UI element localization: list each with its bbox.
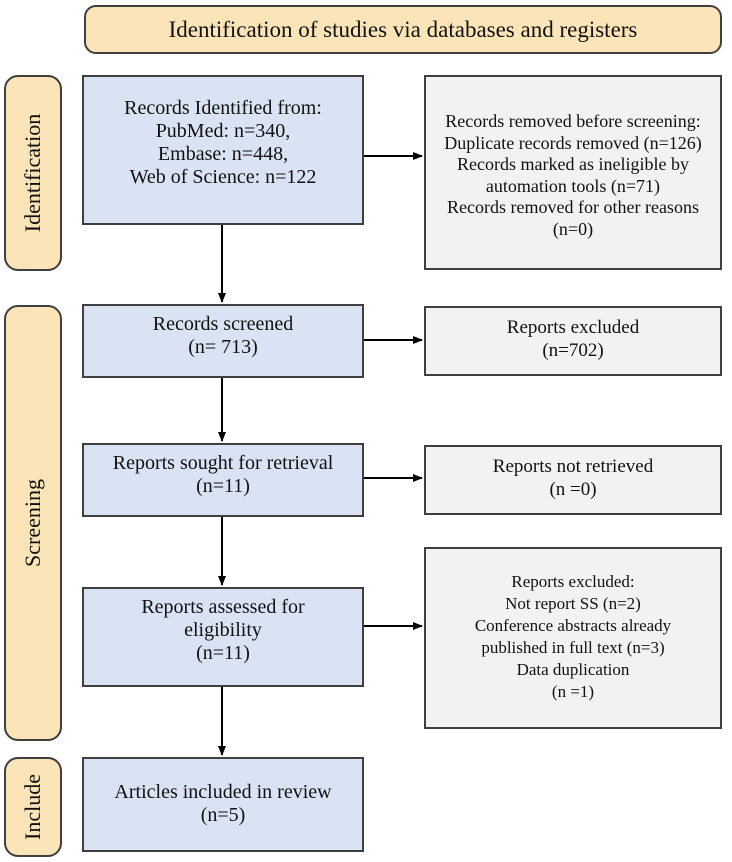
reports-sought-line: (n=11) <box>196 475 250 497</box>
reports-assessed-line: eligibility <box>184 619 262 641</box>
reports-not-retrieved-line: (n =0) <box>549 479 597 500</box>
diagram-title: Identification of studies via databases … <box>84 5 722 54</box>
records-identified-line: Web of Science: n=122 <box>129 166 317 188</box>
records-identified-line: Embase: n=448, <box>157 143 289 165</box>
records-removed-box: Records removed before screening: Duplic… <box>424 75 722 270</box>
reports-excluded-final-line: Reports excluded: <box>511 572 635 591</box>
articles-included-line: (n=5) <box>200 804 246 826</box>
reports-not-retrieved-box: Reports not retrieved (n =0) <box>424 445 722 515</box>
reports-excluded-box: Reports excluded (n=702) <box>424 306 722 376</box>
records-removed-line: Duplicate records removed (n=126) <box>444 132 702 153</box>
reports-sought-box: Reports sought for retrieval (n=11) <box>82 443 364 517</box>
records-removed-line: Records removed before screening: <box>445 111 701 131</box>
reports-not-retrieved-line: Reports not retrieved <box>492 456 654 477</box>
articles-included-box: Articles included in review (n=5) <box>82 757 364 852</box>
records-removed-line: (n=0) <box>552 218 594 239</box>
reports-assessed-box: Reports assessed for eligibility (n=11) <box>82 587 364 687</box>
reports-assessed-line: (n=11) <box>196 642 250 664</box>
diagram-title-text: Identification of studies via databases … <box>168 16 638 42</box>
phase-include: Include <box>4 757 62 857</box>
reports-excluded-final-line: Conference abstracts already <box>474 616 672 635</box>
records-identified-line: PubMed: n=340, <box>155 120 291 142</box>
reports-excluded-final-line: published in full text (n=3) <box>481 638 665 657</box>
reports-excluded-final-line: (n =1) <box>551 682 595 701</box>
reports-excluded-line: (n=702) <box>542 340 604 361</box>
reports-excluded-line: Reports excluded <box>506 317 640 338</box>
reports-excluded-final-box: Reports excluded: Not report SS (n=2) Co… <box>424 547 722 729</box>
records-identified-box: Records Identified from: PubMed: n=340, … <box>82 75 364 225</box>
records-removed-line: automation tools (n=71) <box>485 175 661 196</box>
records-screened-box: Records screened (n= 713) <box>82 304 364 378</box>
reports-assessed-line: Reports assessed for <box>141 596 305 618</box>
phase-screening: Screening <box>4 305 62 741</box>
articles-included-line: Articles included in review <box>114 781 332 803</box>
records-screened-line: Records screened <box>152 313 294 335</box>
reports-sought-line: Reports sought for retrieval <box>112 452 334 474</box>
records-screened-line: (n= 713) <box>188 336 258 358</box>
reports-excluded-final-line: Data duplication <box>516 660 630 679</box>
records-removed-line: Records marked as ineligible by <box>457 154 689 174</box>
phase-identification: Identification <box>4 75 62 271</box>
reports-excluded-final-line: Not report SS (n=2) <box>505 594 641 613</box>
records-removed-line: Records removed for other reasons <box>447 197 699 217</box>
records-identified-line: Records Identified from: <box>124 97 322 119</box>
